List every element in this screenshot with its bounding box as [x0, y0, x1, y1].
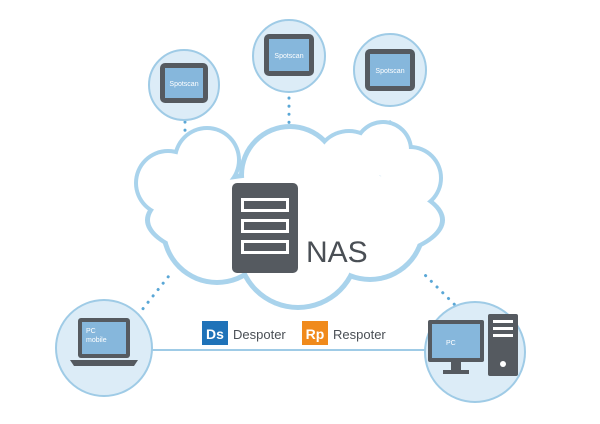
desktop-stand — [451, 362, 461, 370]
desktop-tower-drive-2 — [493, 327, 513, 330]
tablet-right-screen — [370, 54, 410, 86]
nas-server — [232, 183, 298, 273]
desktop-tower-power — [500, 361, 506, 367]
tablet-right: Spotscan — [353, 33, 427, 107]
connector-laptop — [136, 270, 174, 317]
desktop: PC — [424, 301, 526, 403]
desktop-screen — [432, 324, 480, 358]
laptop-screen — [82, 322, 126, 354]
despoter-badge-text: Ds — [206, 326, 224, 342]
nas-label: NAS — [306, 236, 368, 269]
respoter-label: Respoter — [333, 327, 386, 342]
tablet-center: Spotscan — [252, 19, 326, 93]
despoter-badge — [202, 321, 228, 345]
desktop-screen-text: PC — [446, 340, 456, 347]
app-despoter: Ds Despoter — [202, 321, 286, 345]
respoter-badge-text: Rp — [306, 326, 325, 342]
tablet-right-screen-text: Spotscan — [375, 68, 404, 75]
laptop-screen-text: PC mobile — [86, 328, 107, 344]
laptop: PC mobile — [55, 299, 153, 397]
laptop-screen-line-2: mobile — [86, 337, 107, 344]
laptop-screen-line-1: PC — [86, 328, 96, 335]
tablet-left-screen — [165, 68, 203, 98]
desktop-tower-drive-1 — [493, 320, 513, 323]
tablet-left-screen-text: Spotscan — [169, 81, 198, 88]
tablet-left: Spotscan — [148, 49, 220, 121]
connector-desktop — [418, 268, 462, 312]
tablet-center-screen-text: Spotscan — [274, 53, 303, 60]
app-respoter: Rp Respoter — [302, 321, 386, 345]
laptop-base — [70, 360, 138, 366]
desktop-tower-drive-3 — [493, 334, 513, 337]
despoter-label: Despoter — [233, 327, 286, 342]
tablet-center-screen — [269, 39, 309, 71]
respoter-badge — [302, 321, 328, 345]
desktop-stand-base — [443, 370, 469, 374]
